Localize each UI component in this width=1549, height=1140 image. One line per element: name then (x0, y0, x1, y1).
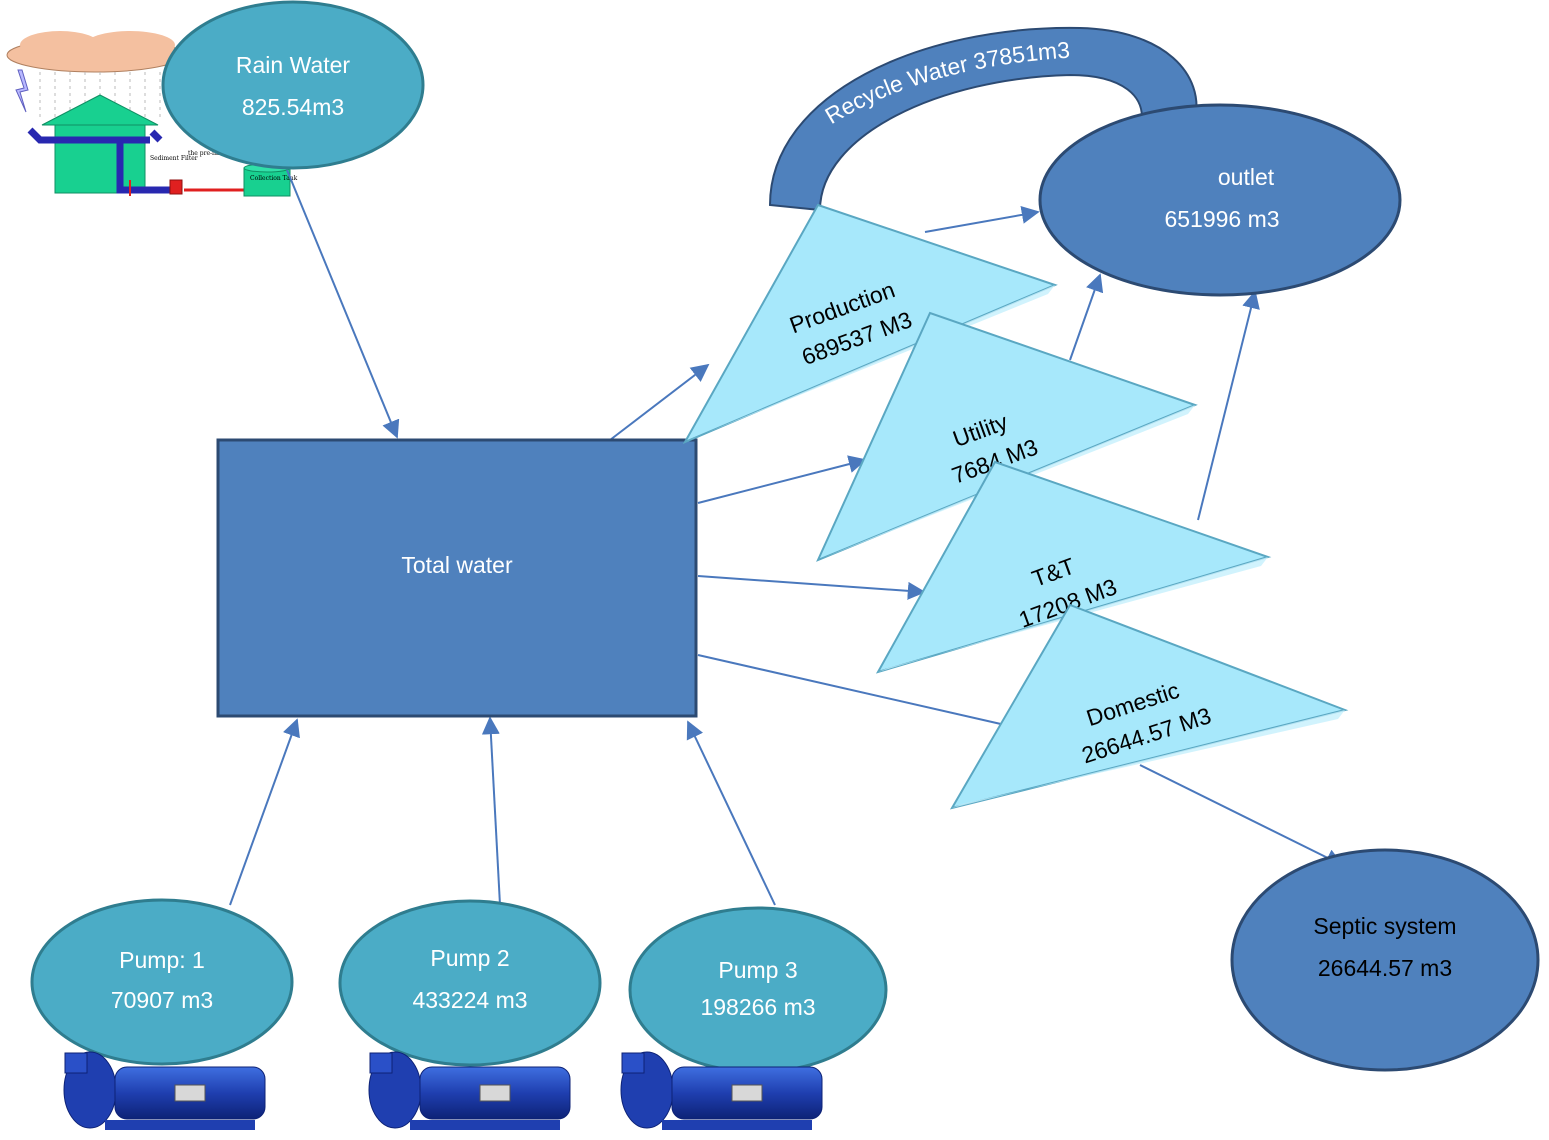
pump-2-title: Pump 2 (430, 945, 509, 971)
arrow-total-to-utility (697, 455, 867, 504)
septic-node (1230, 848, 1540, 1072)
arrow-pump1-to-total (229, 718, 300, 906)
outlet-node (1038, 103, 1402, 297)
collection-tank-icon (243, 163, 291, 197)
total-water-label: Total water (401, 552, 513, 578)
arrow-pump3-to-total (686, 720, 776, 906)
flow-arrows (229, 169, 1344, 906)
septic-value: 26644.57 m3 (1318, 955, 1452, 981)
pump-icon (620, 1051, 823, 1130)
rain-water-node (161, 0, 425, 170)
sediment-filter-label: Sediment Filter (150, 155, 198, 162)
outlet-value: 651996 m3 (1164, 206, 1279, 232)
rain-water-value: 825.54m3 (242, 94, 344, 120)
pump-1-node: Pump: 1 70907 m3 (30, 898, 294, 1066)
collection-tank-label: Collection Tank (250, 175, 298, 182)
arrow-pump2-to-total (481, 716, 501, 906)
pump-3-title: Pump 3 (718, 957, 797, 983)
arrow-domestic-to-septic (1139, 764, 1344, 866)
pump-1-title: Pump: 1 (119, 947, 205, 973)
pump-1-value: 70907 m3 (111, 987, 213, 1013)
lightning-icon (15, 69, 29, 113)
total-water-box (216, 438, 698, 718)
pipe-network (27, 127, 246, 196)
arrow-rain-to-total (286, 169, 400, 439)
sediment-filter-icon (169, 179, 183, 195)
pump-3-node: Pump 3 198266 m3 (628, 906, 888, 1074)
pump-icon (63, 1051, 266, 1130)
pump-2-node: Pump 2 433224 m3 (338, 899, 602, 1067)
arrow-total-to-production (609, 363, 710, 441)
arrow-total-to-domestic (697, 654, 1038, 738)
cloud-icon (6, 31, 184, 73)
septic-title: Septic system (1313, 913, 1456, 939)
arrow-production-to-outlet (924, 205, 1040, 233)
arrow-total-to-tnt (697, 575, 926, 600)
rain-water-title: Rain Water (236, 52, 351, 78)
pump-icon (368, 1051, 571, 1130)
house-icon (41, 94, 159, 194)
pump-3-value: 198266 m3 (700, 994, 815, 1020)
pump-2-value: 433224 m3 (412, 987, 527, 1013)
outlet-title: outlet (1218, 164, 1275, 190)
arrow-tnt-to-outlet (1197, 290, 1260, 521)
domestic-triangle: Domestic 26644.57 M3 (949, 603, 1349, 810)
arrow-utility-to-outlet (1069, 273, 1104, 361)
